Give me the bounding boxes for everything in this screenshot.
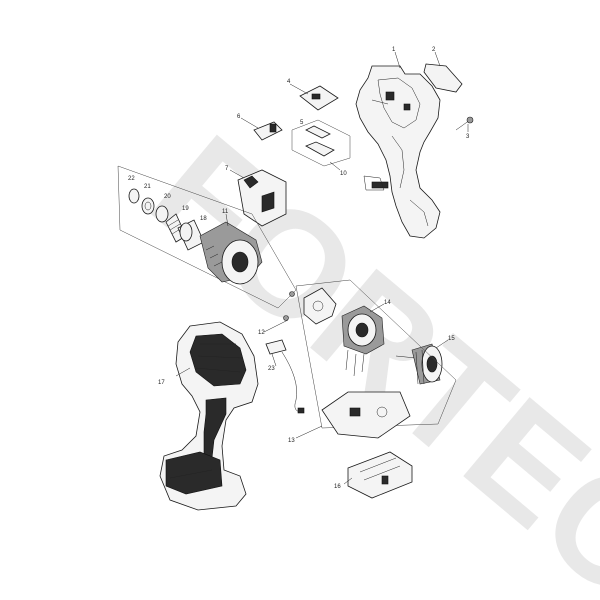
part-22-ring — [128, 188, 140, 204]
label-14: 14 — [384, 300, 391, 306]
label-4: 4 — [287, 79, 291, 85]
label-7: 7 — [225, 166, 229, 172]
part-labels: 1 2 3 4 5 6 7 10 11 12 13 14 15 16 17 18… — [128, 47, 470, 490]
label-11: 11 — [222, 209, 229, 215]
part-switch-7 — [237, 169, 287, 227]
label-5: 5 — [300, 120, 304, 126]
motor-group-frame — [295, 279, 457, 429]
label-15: 15 — [448, 336, 455, 342]
label-13: 13 — [288, 438, 295, 444]
label-12: 12 — [258, 330, 265, 336]
part-20-ring — [155, 205, 169, 223]
label-21: 21 — [144, 184, 151, 190]
label-23: 23 — [268, 366, 275, 372]
part-terminal-block — [347, 451, 413, 499]
part-screw-3 — [455, 116, 474, 131]
label-6: 6 — [237, 114, 241, 120]
part-18-sleeve — [177, 219, 205, 251]
part-group-5-10 — [291, 119, 351, 167]
part-21-washer — [141, 197, 155, 215]
label-17: 17 — [158, 380, 165, 386]
label-20: 20 — [164, 194, 171, 200]
label-22: 22 — [128, 176, 135, 182]
label-2: 2 — [432, 47, 436, 53]
part-screw-12 — [283, 291, 295, 321]
part-control-board — [321, 391, 411, 439]
part-switch-plate — [299, 85, 339, 111]
label-18: 18 — [200, 216, 207, 222]
part-main-housing — [159, 321, 259, 511]
label-3: 3 — [466, 134, 470, 140]
part-nameplate — [423, 63, 463, 93]
part-6 — [253, 121, 283, 141]
label-10: 10 — [340, 171, 347, 177]
part-gear-housing — [199, 221, 263, 285]
leader-lines — [175, 51, 469, 485]
part-baffle-plate — [303, 287, 337, 325]
label-19: 19 — [182, 206, 189, 212]
gear-assembly-frame — [117, 165, 297, 309]
part-housing-half — [355, 65, 441, 239]
label-1: 1 — [392, 47, 396, 53]
part-wire-lead — [265, 339, 305, 414]
part-stator — [341, 305, 385, 377]
label-16: 16 — [334, 484, 341, 490]
